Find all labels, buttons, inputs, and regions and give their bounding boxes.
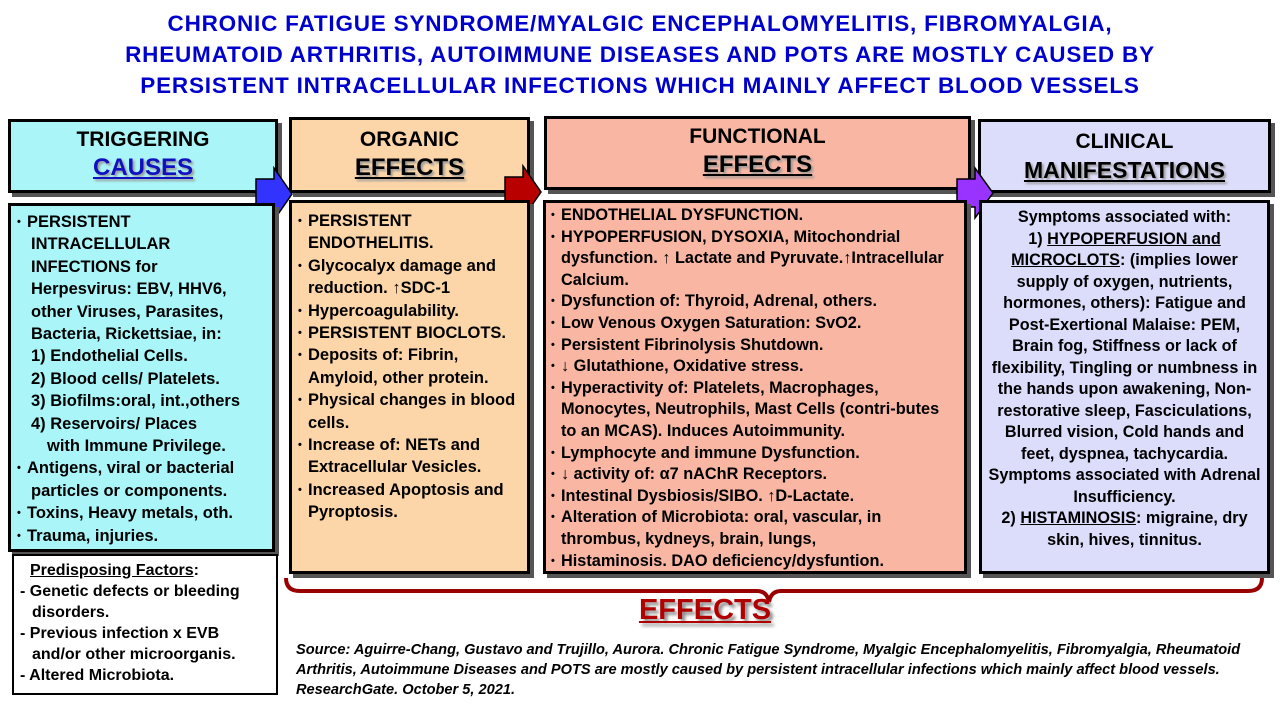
list-item: Increase of: NETs and Extracellular Vesi… [298,434,521,479]
header-clinical-manifestations: CLINICAL MANIFESTATIONS [978,119,1271,193]
list-item: ENDOTHELIAL DYSFUNCTION. [551,205,959,227]
clinical-number: 2) [1001,509,1021,527]
header-line-1: CLINICAL [1075,130,1174,153]
page-title: CHRONIC FATIGUE SYNDROME/MYALGIC ENCEPHA… [20,8,1260,101]
list-item: Hyperactivity of: Platelets, Macrophages… [551,378,959,443]
list-item: Alteration of Microbiota: oral, vascular… [551,507,959,550]
header-line-1: FUNCTIONAL [689,125,826,148]
causes-panel: PERSISTENT INTRACELLULAR INFECTIONS for … [8,203,275,552]
title-line-3: PERSISTENT INTRACELLULAR INFECTIONS WHIC… [140,73,1140,98]
title-line-1: CHRONIC FATIGUE SYNDROME/MYALGIC ENCEPHA… [167,11,1113,36]
list-item: Persistent Fibrinolysis Shutdown. [551,335,959,357]
list-item: PERSISTENT BIOCLOTS. [298,322,521,345]
header-line-2: MANIFESTATIONS [1023,157,1226,183]
header-line-2: CAUSES [92,154,194,181]
list-item: INTRACELLULAR [31,235,171,254]
list-item: PERSISTENT ENDOTHELITIS. [298,210,521,255]
list-item: Lymphocyte and immune Dysfunction. [551,443,959,465]
predisposing-colon: : [193,562,199,579]
list-item: Intestinal Dysbiosis/SIBO. ↑D-Lactate. [551,486,959,508]
clinical-histaminosis-paragraph: 2) HISTAMINOSIS: migraine, dry skin, hiv… [988,508,1261,551]
header-line-1: TRIGGERING [76,128,210,151]
clinical-intro: Symptoms associated with: [1017,208,1232,226]
header-triggering-causes: TRIGGERING CAUSES [8,119,278,193]
clinical-text: : (implies lower supply of oxygen, nutri… [991,251,1258,463]
clinical-manifestations-panel: Symptoms associated with: 1) HYPOPERFUSI… [979,200,1270,574]
functional-effects-panel: ENDOTHELIAL DYSFUNCTION. HYPOPERFUSION, … [543,200,967,574]
list-item: - Genetic defects or bleeding disorders. [20,583,240,621]
list-item: 1) Endothelial Cells. [31,347,188,366]
list-item: Hypercoagulability. [298,300,521,323]
list-item: 3) Biofilms:oral, int.,others [31,392,241,411]
list-item: Increased Apoptosis and Pyroptosis. [298,479,521,524]
list-item: Herpesvirus: EBV, HHV6, [31,280,227,299]
header-functional-effects: FUNCTIONAL EFFECTS [544,116,971,190]
clinical-adrenal-paragraph: Symptoms associated with Adrenal Insuffi… [988,466,1261,506]
list-item: with Immune Privilege. [47,437,226,456]
list-item: Physical changes in blood cells. [298,389,521,434]
list-item: HYPOPERFUSION, DYSOXIA, Mitochondrial dy… [551,227,959,292]
list-item: - Previous infection x EVB and/or other … [20,625,236,663]
predisposing-title: Predisposing Factors [30,562,194,579]
list-item: Histaminosis. DAO deficiency/dysfuntion. [551,551,959,573]
header-line-1: ORGANIC [359,128,460,151]
list-item: ↓ activity of: α7 nAChR Receptors. [551,464,959,486]
clinical-number: 1) [1028,229,1048,248]
list-item: Low Venous Oxygen Saturation: SvO2. [551,313,959,335]
list-item: - Altered Microbiota. [20,667,175,684]
list-item: Toxins, Heavy metals, oth. [17,502,268,525]
title-line-2: RHEUMATOID ARTHRITIS, AUTOIMMUNE DISEASE… [125,42,1155,67]
list-item: 4) Reservoirs/ Places [31,414,198,433]
predisposing-factors-box: Predisposing Factors: - Genetic defects … [12,554,278,695]
list-item: PERSISTENT [17,211,268,234]
list-item: Dysfunction of: Thyroid, Adrenal, others… [551,291,959,313]
clinical-heading: HYPOPERFUSION and MICROCLOTS [1011,229,1221,270]
source-citation: Source: Aguirre-Chang, Gustavo and Truji… [296,642,1241,698]
header-line-2: EFFECTS [354,154,465,181]
list-item: Glycocalyx damage and reduction. ↑SDC-1 [298,255,521,300]
effects-brace [284,577,1264,603]
list-item: 2) Blood cells/ Platelets. [31,369,220,388]
effects-label: EFFECTS [638,594,772,626]
list-item: INFECTIONS for [31,257,158,276]
list-item: Bacteria, Rickettsiae, in: [31,325,222,344]
list-item: Trauma, injuries. [17,525,268,548]
clinical-hypoperfusion-paragraph: 1) HYPOPERFUSION and MICROCLOTS: (implie… [988,229,1261,466]
list-item: particles or components. [31,481,228,500]
list-item: Antigens, viral or bacterial [17,457,268,480]
list-item: Deposits of: Fibrin, Amyloid, other prot… [298,344,521,389]
header-line-2: EFFECTS [702,151,813,178]
organic-effects-panel: PERSISTENT ENDOTHELITIS. Glycocalyx dama… [289,200,530,574]
list-item: other Viruses, Parasites, [31,302,224,321]
clinical-text: : migraine, dry skin, hives, tinnitus. [1047,509,1248,549]
header-organic-effects: ORGANIC EFFECTS [289,117,530,193]
clinical-heading: HISTAMINOSIS [1020,509,1137,527]
list-item: ↓ Glutathione, Oxidative stress. [551,356,959,378]
